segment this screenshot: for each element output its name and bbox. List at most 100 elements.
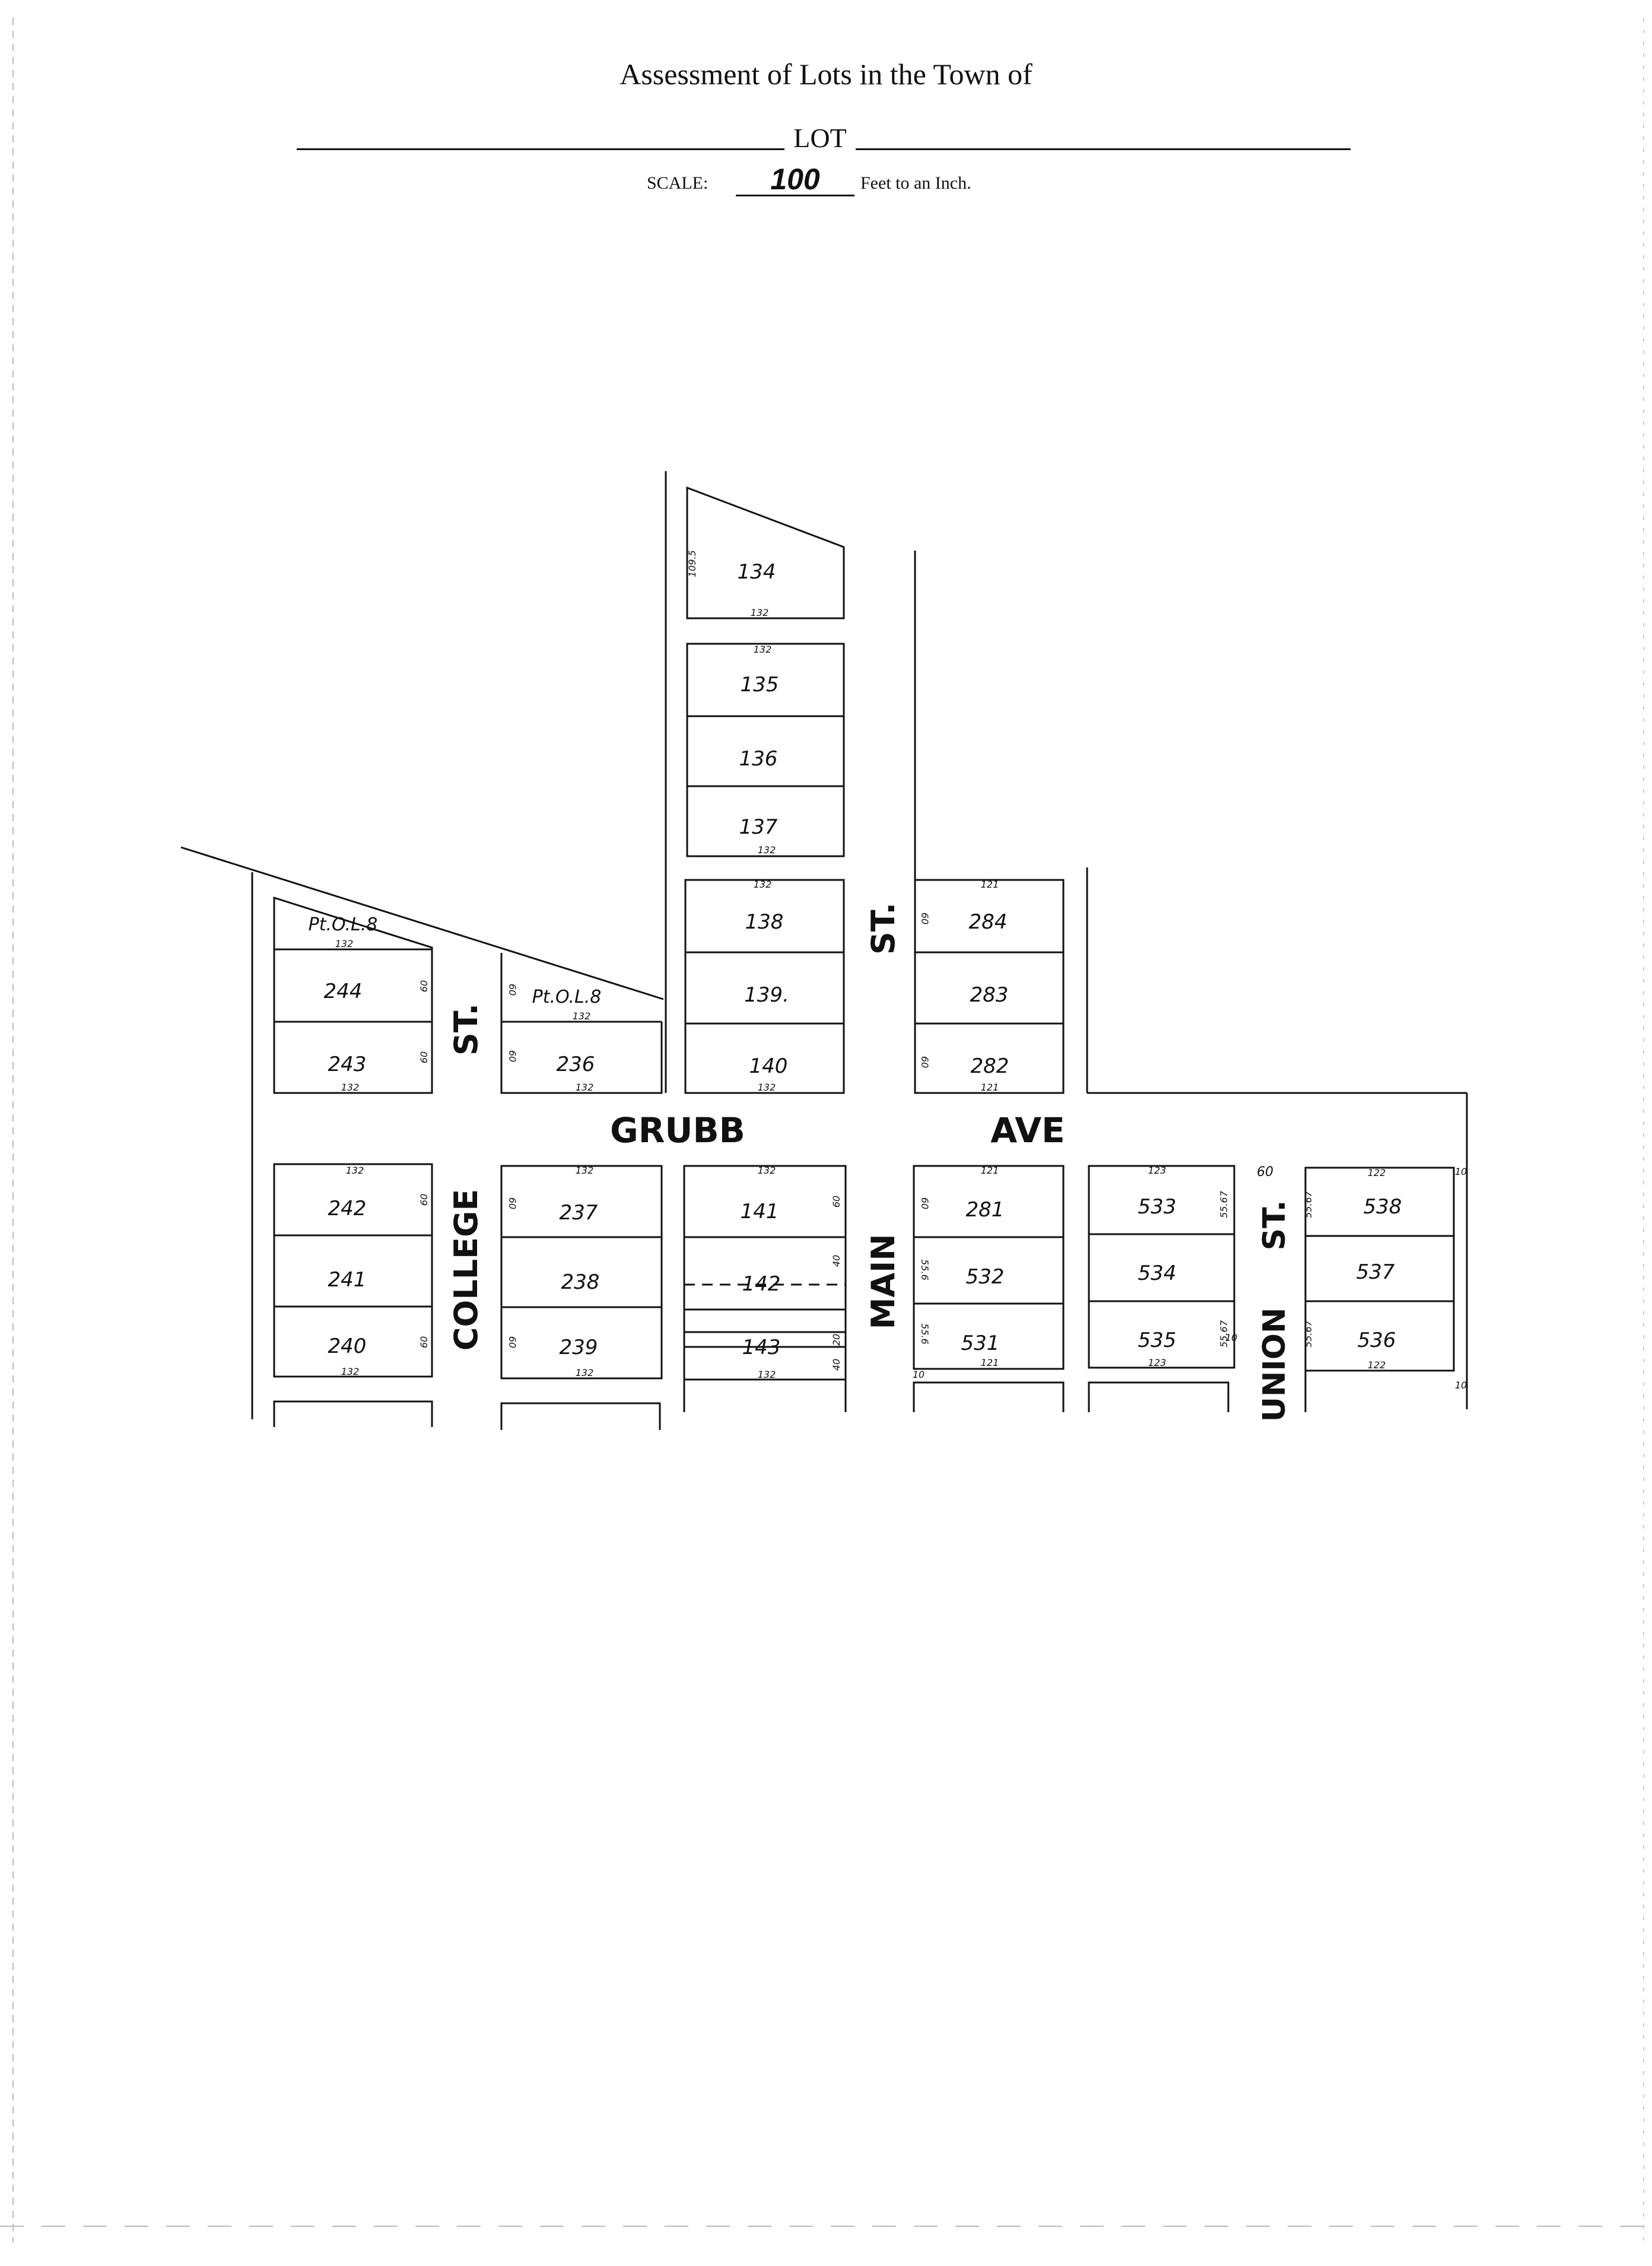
lot-number: 236 bbox=[557, 1053, 595, 1076]
dim-label: 60 bbox=[418, 1336, 430, 1348]
dim-label: 60 bbox=[507, 984, 518, 996]
lot-number: 533 bbox=[1138, 1195, 1177, 1219]
lot-number: 143 bbox=[742, 1336, 781, 1359]
block-134-140 bbox=[684, 486, 845, 1094]
lot-number: 142 bbox=[742, 1272, 781, 1296]
dim-label: 132 bbox=[758, 1165, 776, 1176]
lot-numbers: 134 135 136 137 138 139. 140 141 142 143… bbox=[309, 560, 1402, 1359]
dim-label: 60 bbox=[507, 1197, 518, 1209]
dim-label: 121 bbox=[981, 1357, 999, 1368]
block-237-239 bbox=[500, 1165, 663, 1430]
lot-number: 141 bbox=[741, 1200, 779, 1223]
dim-label: 132 bbox=[576, 1367, 594, 1378]
lot-535 bbox=[1088, 1300, 1235, 1369]
lot-number: 283 bbox=[970, 983, 1009, 1007]
lot-239 bbox=[500, 1306, 663, 1380]
dim-label: 123 bbox=[1148, 1165, 1167, 1176]
lot-number: 136 bbox=[739, 747, 778, 771]
lot-134 bbox=[686, 486, 845, 619]
lot-number: 534 bbox=[1138, 1261, 1177, 1285]
lot-number: 137 bbox=[739, 815, 778, 839]
street-name-main-st: ST. bbox=[865, 902, 902, 955]
lot-531 bbox=[913, 1302, 1065, 1370]
dim-label: 60 bbox=[831, 1196, 842, 1207]
scale-suffix: Feet to an Inch. bbox=[860, 173, 971, 193]
lot-240 bbox=[273, 1305, 433, 1378]
scale-label: SCALE: bbox=[647, 173, 709, 193]
dim-label: 60 bbox=[919, 1056, 930, 1068]
street-names: GRUBB AVE COLLEGE ST. MAIN ST. UNION ST. bbox=[447, 902, 1292, 1422]
scale-value: 100 bbox=[736, 164, 854, 196]
lot-label: LOT bbox=[793, 123, 847, 153]
lot-number: 244 bbox=[324, 980, 363, 1003]
street-name-main: MAIN bbox=[865, 1234, 902, 1330]
diagonal-boundary bbox=[180, 846, 664, 1000]
dim-label: 55.67 bbox=[1218, 1320, 1230, 1347]
dim-label: 55.6 bbox=[919, 1259, 930, 1280]
lot-field: LOT bbox=[297, 117, 1351, 153]
lot-number: 243 bbox=[328, 1053, 367, 1076]
dim-label: 132 bbox=[758, 844, 776, 856]
dim-label: 132 bbox=[346, 1165, 364, 1176]
lot-number: 241 bbox=[328, 1268, 367, 1292]
lot-236-outline bbox=[500, 953, 663, 1094]
block-284-282 bbox=[914, 879, 1065, 1094]
scale-field: SCALE: 100 Feet to an Inch. bbox=[647, 164, 1098, 203]
lot-number-pt-ol8: Pt.O.L.8 bbox=[532, 987, 602, 1008]
dim-label: 10 bbox=[913, 1369, 925, 1380]
lot-number: 240 bbox=[328, 1334, 367, 1358]
lot-blank-right bbox=[856, 148, 1351, 150]
lot-number: 239 bbox=[560, 1336, 598, 1359]
dim-label: 55.67 bbox=[1302, 1190, 1314, 1218]
dim-label: 20 bbox=[831, 1334, 842, 1346]
dim-label: 132 bbox=[758, 1082, 776, 1093]
block-236 bbox=[500, 953, 663, 1094]
lot-number: 138 bbox=[745, 910, 784, 934]
street-lines bbox=[180, 471, 1468, 1419]
dim-label: 55.67 bbox=[1218, 1190, 1230, 1218]
lot-number: 538 bbox=[1364, 1195, 1402, 1219]
dim-label: 132 bbox=[341, 1082, 360, 1093]
dim-label: 60 bbox=[418, 1194, 430, 1206]
lot-number: 282 bbox=[971, 1054, 1009, 1078]
lot-number-pt-ol8: Pt.O.L.8 bbox=[309, 914, 378, 935]
dim-label: 60 bbox=[507, 1050, 518, 1062]
street-name-union: UNION bbox=[1257, 1308, 1292, 1422]
dim-label: 60 bbox=[1257, 1165, 1273, 1180]
block-533-535 bbox=[1088, 1165, 1235, 1412]
dim-label: 40 bbox=[831, 1359, 842, 1371]
dim-label: 60 bbox=[919, 1197, 930, 1209]
dim-label: 60 bbox=[919, 913, 930, 924]
lot-number: 537 bbox=[1356, 1260, 1395, 1284]
lot-number: 284 bbox=[969, 910, 1008, 934]
dim-label: 55.6 bbox=[919, 1323, 930, 1345]
dim-label: 121 bbox=[981, 1082, 999, 1093]
dim-label: 60 bbox=[507, 1336, 518, 1348]
lot-number: 281 bbox=[966, 1198, 1005, 1222]
street-name-grubb: GRUBB bbox=[610, 1110, 745, 1151]
block-538-536 bbox=[1304, 1167, 1455, 1412]
dim-label: 109.5 bbox=[687, 550, 698, 577]
lot-number: 238 bbox=[561, 1270, 600, 1294]
dim-label: 10 bbox=[1225, 1332, 1237, 1343]
dim-label: 60 bbox=[418, 1051, 430, 1063]
street-name-union-st: ST. bbox=[1257, 1200, 1292, 1251]
dim-label: 132 bbox=[758, 1369, 776, 1380]
lot-number: 140 bbox=[749, 1054, 788, 1078]
lot-536 bbox=[1304, 1300, 1455, 1372]
lot-282 bbox=[914, 1022, 1065, 1094]
lot-number: 134 bbox=[738, 560, 776, 584]
dim-label: 132 bbox=[576, 1165, 594, 1176]
street-name-college-st: ST. bbox=[447, 1003, 485, 1056]
dim-label: 10 bbox=[1455, 1166, 1467, 1177]
lot-dimensions: 132 132 132 132 132 132 132 132 132 132 … bbox=[335, 607, 1467, 1391]
dim-label: 121 bbox=[981, 879, 999, 890]
dim-label: 132 bbox=[335, 938, 354, 949]
lot-number: 135 bbox=[741, 673, 779, 697]
block-242-240 bbox=[273, 1163, 433, 1427]
dim-label: 40 bbox=[831, 1255, 842, 1267]
block-141-143 bbox=[683, 1165, 847, 1412]
dim-label: 132 bbox=[754, 644, 772, 655]
dim-label: 60 bbox=[418, 980, 430, 992]
